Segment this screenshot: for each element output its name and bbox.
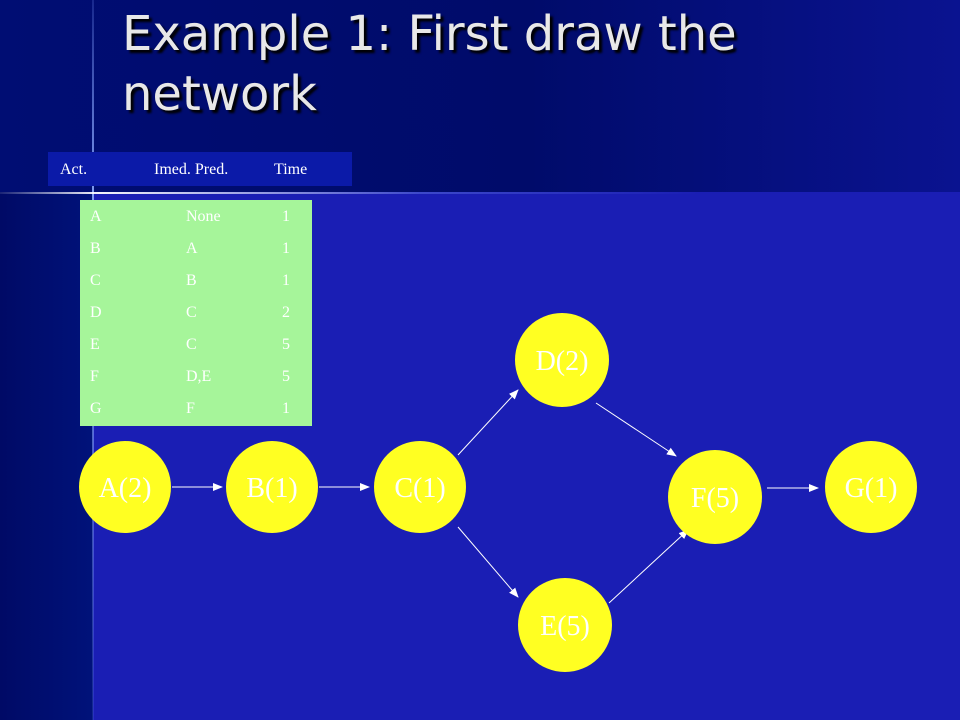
cell-activity: C: [90, 272, 101, 289]
decorative-horizontal-line: [0, 192, 700, 194]
cell-predecessor: F: [186, 400, 195, 417]
node-label: D(2): [536, 346, 589, 377]
edge-e-to-f: [608, 529, 689, 604]
cell-time: 5: [282, 368, 290, 385]
node-circle: [518, 578, 612, 672]
header-activity: Act.: [60, 161, 88, 178]
edge-c-to-d: [457, 389, 519, 456]
cell-time: 1: [282, 400, 290, 417]
node-f: F(5): [668, 450, 762, 544]
cell-predecessor: A: [186, 240, 198, 257]
node-c: C(1): [374, 441, 466, 533]
cell-activity: B: [90, 240, 101, 257]
node-circle: [515, 313, 609, 407]
node-e: E(5): [518, 578, 612, 672]
cell-predecessor: C: [186, 304, 197, 321]
header-predecessor: Imed. Pred.: [154, 161, 229, 178]
cell-activity: A: [90, 208, 102, 225]
node-a: A(2): [79, 441, 171, 533]
node-label: A(2): [99, 473, 152, 504]
cell-time: 2: [282, 304, 290, 321]
node-label: G(1): [845, 473, 898, 504]
cell-predecessor: D,E: [186, 368, 212, 385]
edge-c-to-e: [457, 526, 519, 598]
cell-activity: E: [90, 336, 100, 353]
node-b: B(1): [226, 441, 318, 533]
cell-time: 1: [282, 208, 290, 225]
cell-activity: D: [90, 304, 102, 321]
cell-time: 5: [282, 336, 290, 353]
table-header: Act. Imed. Pred. Time: [48, 152, 352, 186]
node-label: F(5): [691, 483, 739, 514]
cell-predecessor: C: [186, 336, 197, 353]
cell-predecessor: None: [186, 208, 221, 225]
cell-activity: F: [90, 368, 99, 385]
node-g: G(1): [825, 441, 917, 533]
node-d: D(2): [515, 313, 609, 407]
edge-d-to-f: [595, 402, 677, 457]
node-circle: [374, 441, 466, 533]
cell-predecessor: B: [186, 272, 197, 289]
node-circle: [79, 441, 171, 533]
node-label: C(1): [394, 473, 445, 504]
cell-time: 1: [282, 240, 290, 257]
header-time: Time: [274, 161, 308, 178]
node-circle: [668, 450, 762, 544]
slide-title: Example 1: First draw the network: [122, 6, 737, 122]
node-circle: [825, 441, 917, 533]
cell-time: 1: [282, 272, 290, 289]
cell-activity: G: [90, 400, 102, 417]
node-circle: [226, 441, 318, 533]
node-label: E(5): [540, 611, 590, 642]
node-label: B(1): [246, 473, 297, 504]
